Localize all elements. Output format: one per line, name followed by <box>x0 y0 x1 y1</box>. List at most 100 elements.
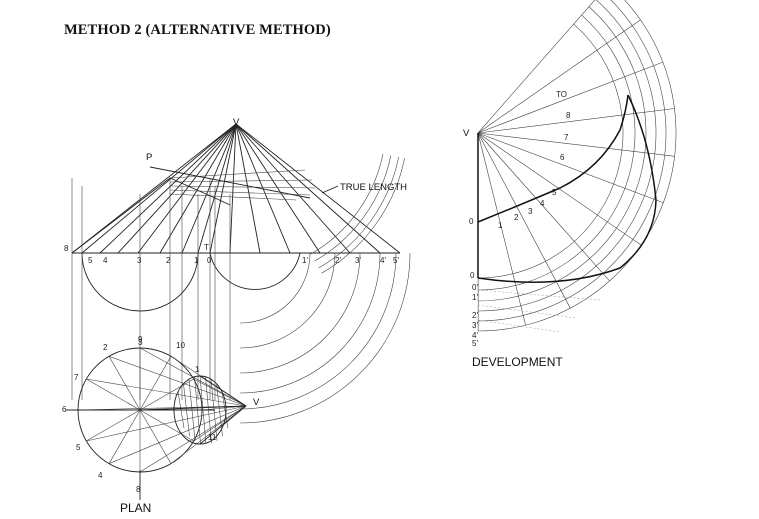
generator-9 <box>229 123 237 254</box>
inner-semicircle <box>209 252 301 290</box>
true-length-arc-3 <box>321 158 405 274</box>
base-label-3: 2 <box>166 256 171 265</box>
base-label-1: 4 <box>103 256 108 265</box>
plan-axis <box>139 405 247 411</box>
development-view <box>477 0 677 333</box>
development-curve-upper <box>477 94 629 223</box>
base-label-7: 2' <box>335 256 341 265</box>
development-label-6: 6 <box>560 153 565 162</box>
pencil-line-3 <box>477 319 561 333</box>
true-length-arcs <box>310 153 405 274</box>
true-length-arc-0 <box>310 153 384 255</box>
plan-chord-1 <box>193 405 247 442</box>
true-length-arc-1 <box>314 155 392 262</box>
plan-view <box>66 347 247 500</box>
plan-radius-5 <box>86 409 141 442</box>
base-label-8: 3' <box>355 256 361 265</box>
generator-5 <box>159 123 237 254</box>
base-label-2: 3 <box>137 256 142 265</box>
development-label-14: 5' <box>472 339 478 348</box>
plan-label-4: 5 <box>76 443 81 452</box>
plan-radius-7 <box>86 378 141 411</box>
development-label-8: 8 <box>566 111 571 120</box>
development-label-2: 2 <box>514 213 519 222</box>
cut-plane-label: P <box>146 152 152 163</box>
development-ray-4 <box>477 132 642 246</box>
plan-radius-8 <box>108 356 141 411</box>
generator-1 <box>81 123 237 254</box>
plan-caption: PLAN <box>120 501 151 515</box>
base-label-10: 5' <box>393 256 399 265</box>
plan-radius-10 <box>139 356 172 411</box>
plan-radius-2 <box>139 409 172 464</box>
development-ray-3 <box>477 132 610 282</box>
development-ray-8 <box>477 61 663 134</box>
plan-label-7: 8 <box>136 485 141 494</box>
plan-chord-11 <box>193 378 247 407</box>
base-label-6: 1' <box>302 256 308 265</box>
plan-generator-bottom <box>199 405 247 445</box>
generator-4 <box>137 123 237 254</box>
development-label-10: 1' <box>472 293 478 302</box>
transfer-arcs <box>239 252 411 424</box>
elevation-view <box>71 123 405 400</box>
true-length-arc-2 <box>318 156 399 269</box>
true-length-label: TRUE LENGTH <box>340 182 407 193</box>
development-curve-outer <box>477 94 657 283</box>
pencil-line-2 <box>477 304 576 319</box>
base-label-4: 1 <box>194 256 199 265</box>
plan-label-3: 4 <box>98 471 103 480</box>
plan-label-2: 3 <box>138 338 143 347</box>
plan-label-9: 10 <box>176 341 185 350</box>
base-label-5: 0 <box>207 256 212 265</box>
plan-generator-top <box>199 375 247 407</box>
base-label-0: 5 <box>88 256 93 265</box>
plan-label-8: 9 <box>138 335 143 344</box>
cutting-plane-line <box>149 166 311 199</box>
true-length-transfer-0 <box>169 169 306 179</box>
plan-chord-2 <box>170 405 247 464</box>
plan-label-5: 6 <box>62 405 67 414</box>
generator-14 <box>235 123 381 254</box>
generator-10 <box>235 123 261 254</box>
development-arc-3 <box>478 0 657 312</box>
plan-chord-7 <box>86 378 247 407</box>
dev-point-0-label: 0 <box>469 217 474 226</box>
development-ray-9 <box>477 19 641 134</box>
development-ray-2 <box>477 132 571 309</box>
development-ray-5 <box>477 132 664 204</box>
development-label-11: 2' <box>472 311 478 320</box>
transfer-arc-4 <box>239 252 397 410</box>
development-label-5: 5 <box>552 188 557 197</box>
true-length-transfer-1 <box>169 179 313 183</box>
development-ray-7 <box>477 108 675 134</box>
base-label-9: 4' <box>380 256 386 265</box>
development-ray-10 <box>477 0 596 134</box>
transfer-arc-5 <box>239 252 411 424</box>
development-arc-4 <box>478 0 667 322</box>
development-ray-6 <box>477 132 675 157</box>
apex-label-plan: V <box>253 397 260 408</box>
apex-label-elevation: V <box>233 117 240 128</box>
generator-lines <box>71 123 401 254</box>
point-8-label: 8 <box>64 244 69 253</box>
plan-chord-4 <box>108 405 247 464</box>
transfer-arc-1 <box>239 252 336 349</box>
development-caption: DEVELOPMENT <box>472 355 563 369</box>
plan-chord-5 <box>86 405 247 442</box>
development-ray-1 <box>477 132 526 326</box>
true-length-transfer-4 <box>169 193 297 201</box>
development-label-4: 4 <box>540 199 545 208</box>
generator-6 <box>181 123 237 254</box>
hatch-line-7 <box>216 383 223 437</box>
transfer-arc-2 <box>239 252 361 374</box>
generator-3 <box>117 123 237 254</box>
apex-label-development: V <box>463 128 470 139</box>
generator-2 <box>99 123 237 254</box>
point-t-label: T <box>204 243 209 252</box>
plan-chord-8 <box>108 356 247 407</box>
